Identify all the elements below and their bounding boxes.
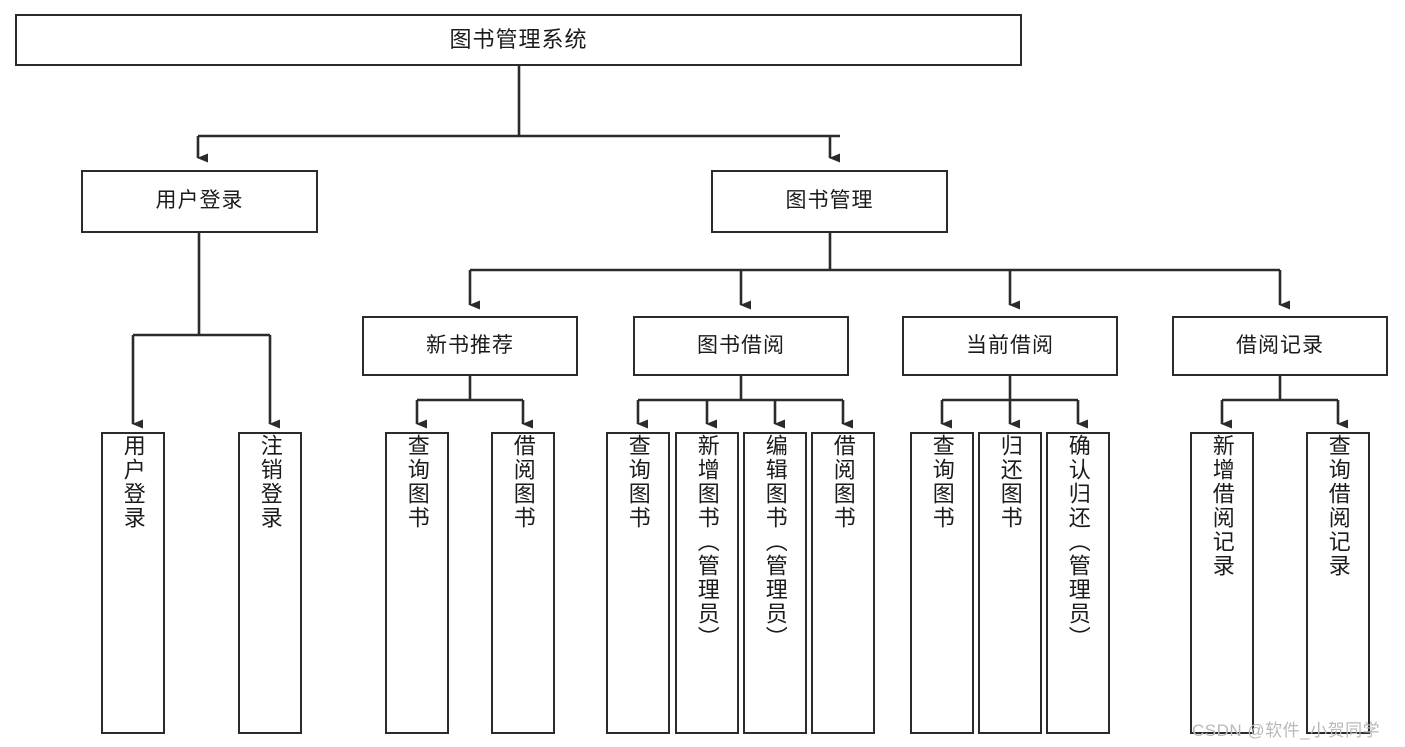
leaf-current-confirm-return-admin[interactable]: 确认归还（管理员） (1046, 432, 1110, 734)
leaf-current-return-book[interactable]: 归还图书 (978, 432, 1042, 734)
node-label: 图书管理系统 (449, 27, 588, 53)
node-book-management[interactable]: 图书管理 (711, 170, 948, 233)
node-label: 图书借阅 (697, 333, 785, 357)
node-label: 新增图书（管理员） (694, 434, 720, 650)
node-label: 借阅图书 (830, 434, 856, 530)
node-label: 查询图书 (929, 434, 955, 530)
node-label: 确认归还（管理员） (1065, 434, 1091, 650)
leaf-recommend-query-book[interactable]: 查询图书 (385, 432, 449, 734)
node-label: 借阅记录 (1236, 333, 1324, 357)
node-root-system[interactable]: 图书管理系统 (15, 14, 1022, 66)
node-label: 编辑图书（管理员） (762, 434, 788, 650)
node-label: 查询图书 (625, 434, 651, 530)
node-new-book-recommend[interactable]: 新书推荐 (362, 316, 578, 376)
node-label: 查询借阅记录 (1325, 434, 1351, 578)
leaf-recommend-borrow-book[interactable]: 借阅图书 (491, 432, 555, 734)
node-label: 借阅图书 (510, 434, 536, 530)
node-label: 新书推荐 (426, 333, 514, 357)
node-book-borrow[interactable]: 图书借阅 (633, 316, 849, 376)
node-label: 新增借阅记录 (1209, 434, 1235, 578)
node-current-borrow[interactable]: 当前借阅 (902, 316, 1118, 376)
leaf-user-login-logout[interactable]: 注销登录 (238, 432, 302, 734)
leaf-record-add-record[interactable]: 新增借阅记录 (1190, 432, 1254, 734)
node-label: 用户登录 (120, 434, 146, 530)
node-label: 归还图书 (997, 434, 1023, 530)
csdn-watermark: CSDN @软件_小贺同学 (1192, 721, 1381, 740)
node-label: 用户登录 (155, 189, 244, 213)
leaf-borrow-add-book-admin[interactable]: 新增图书（管理员） (675, 432, 739, 734)
leaf-current-query-book[interactable]: 查询图书 (910, 432, 974, 734)
node-label: 注销登录 (257, 434, 283, 530)
node-borrow-record[interactable]: 借阅记录 (1172, 316, 1388, 376)
leaf-borrow-borrow-book[interactable]: 借阅图书 (811, 432, 875, 734)
leaf-borrow-edit-book-admin[interactable]: 编辑图书（管理员） (743, 432, 807, 734)
node-label: 查询图书 (404, 434, 430, 530)
node-label: 图书管理 (785, 189, 874, 213)
leaf-borrow-query-book[interactable]: 查询图书 (606, 432, 670, 734)
leaf-user-login-login[interactable]: 用户登录 (101, 432, 165, 734)
node-label: 当前借阅 (966, 333, 1054, 357)
leaf-record-query-record[interactable]: 查询借阅记录 (1306, 432, 1370, 734)
node-user-login[interactable]: 用户登录 (81, 170, 318, 233)
